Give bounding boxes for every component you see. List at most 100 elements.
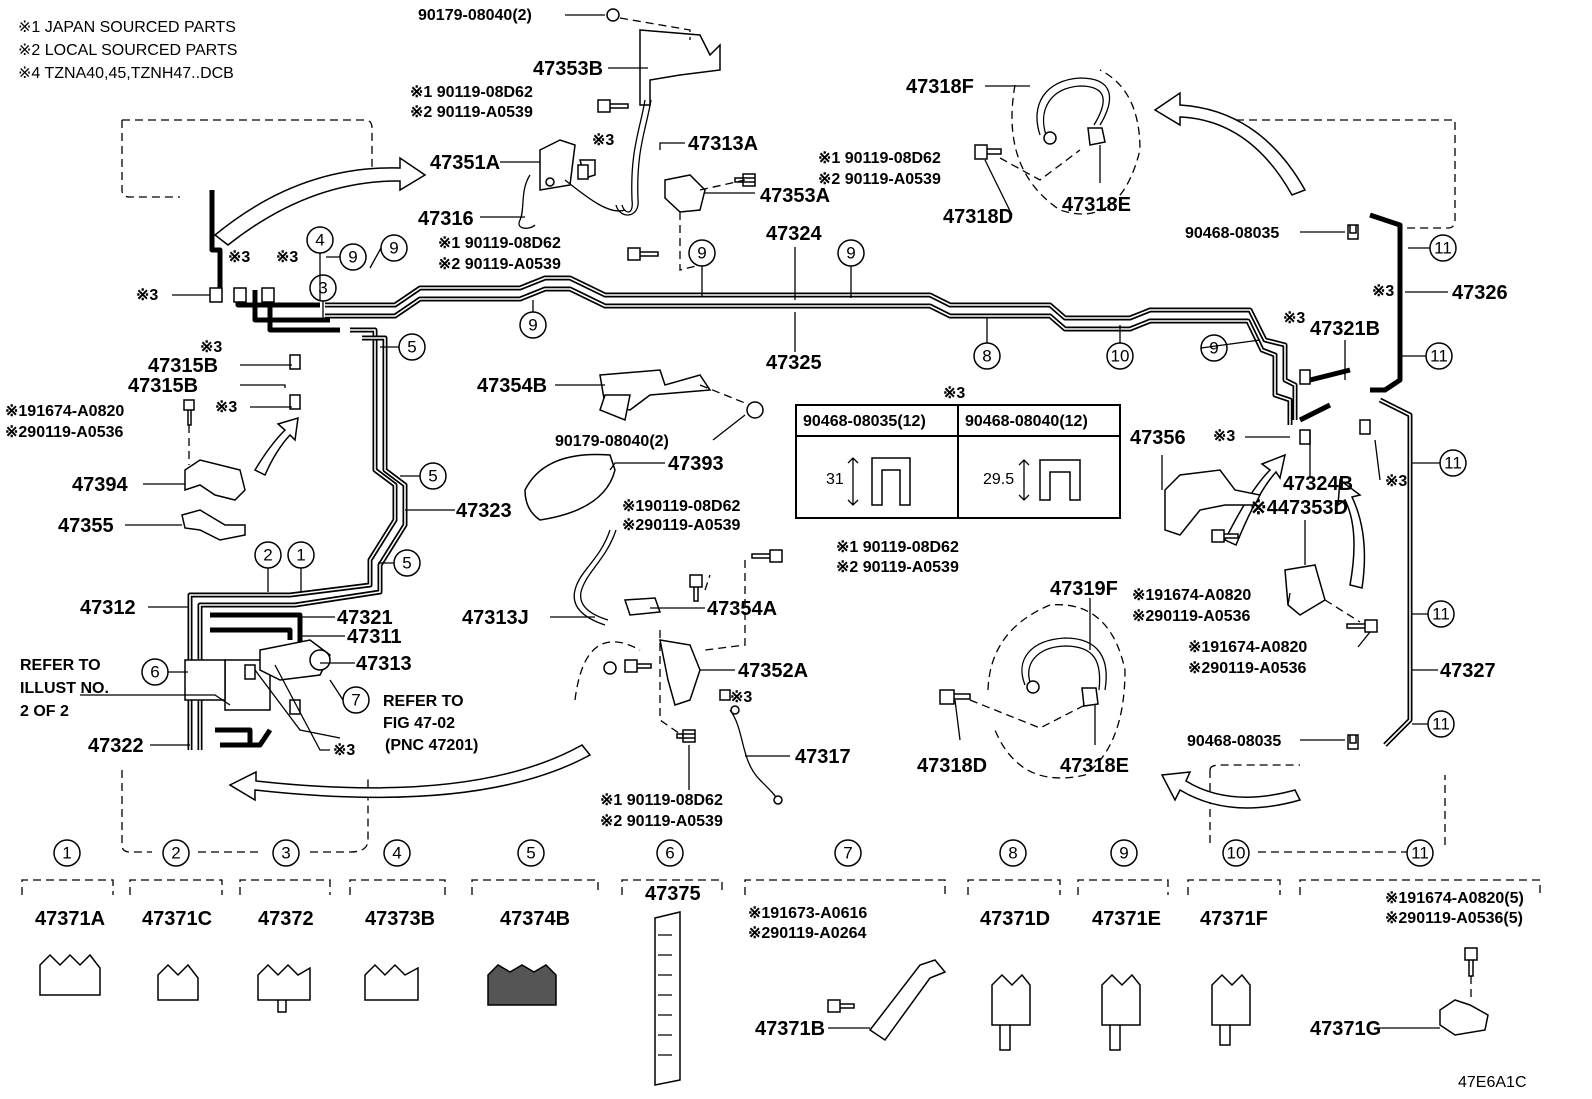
label-47326: 47326 <box>1452 282 1508 304</box>
bolt-c <box>627 247 659 261</box>
bolt-icon <box>827 999 855 1013</box>
label-47322: 47322 <box>88 735 144 757</box>
flow-arrows <box>213 91 1366 809</box>
legend-item-1: 1 47371A <box>35 839 105 996</box>
callout: 5 <box>398 333 426 361</box>
callout-num: 9 <box>528 316 537 335</box>
legend-item-6: 6 47375 <box>645 839 701 1086</box>
label-47312: 47312 <box>80 597 136 619</box>
label-x3-d: ※3 <box>228 249 250 266</box>
clamp-icon <box>991 973 1031 1051</box>
label-refer-illust-1: REFER TO <box>20 657 101 674</box>
bracket-47352A <box>659 639 701 706</box>
legend-bolt2-7: ※290119-A0264 <box>748 925 866 942</box>
hose-47318F <box>1036 77 1111 136</box>
label-47315B-a: 47315B <box>148 355 218 377</box>
legend-item-5: 5 47374B <box>487 839 570 1006</box>
callout-num: 9 <box>1209 339 1218 358</box>
clamp-icon <box>364 963 419 1001</box>
valve-47354A <box>623 597 662 616</box>
label-47327: 47327 <box>1440 660 1496 682</box>
label-x3-k: ※3 <box>333 742 355 759</box>
label-47318D-bot: 47318D <box>917 755 987 777</box>
label-bolt-1-a: ※1 90119-08D62 <box>410 84 533 101</box>
clamp-icon <box>157 963 199 1001</box>
legend-part-47373B: 47373B <box>365 908 435 930</box>
legend-part-47371G: 47371G <box>1310 1018 1381 1040</box>
label-bolt-91674-a: ※191674-A0820 <box>5 403 124 420</box>
callout-num: 3 <box>318 279 327 298</box>
bolt-a <box>597 99 629 113</box>
diagram-code: 47E6A1C <box>1458 1074 1527 1091</box>
label-47355: 47355 <box>58 515 114 537</box>
label-x3-c: ※3 <box>1283 310 1305 327</box>
legend-part-47371B: 47371B <box>755 1018 825 1040</box>
note-japan: ※1 JAPAN SOURCED PARTS <box>18 19 236 36</box>
clip-table-header-2: 90468-08040(12) <box>965 413 1088 430</box>
callout: 8 <box>973 342 1001 370</box>
bracket-47356 <box>1164 469 1262 536</box>
label-bolt-2-f: ※2 90119-A0539 <box>600 813 723 830</box>
arrow-bottom-mid <box>228 744 592 802</box>
nut-90179-top <box>606 8 620 22</box>
detail-arc-mid <box>574 641 641 701</box>
legend-num-6: 6 <box>665 844 674 863</box>
label-bolt-1-d: ※190119-08D62 <box>622 498 740 515</box>
label-bolt-2-b: ※2 90119-A0539 <box>818 171 941 188</box>
clamp-icon <box>39 953 101 996</box>
hose-47317 <box>729 709 779 801</box>
label-47354B: 47354B <box>477 375 547 397</box>
label-refer-fig-3: (PNC 47201) <box>385 737 478 754</box>
clip-shape-08040 <box>1039 459 1081 501</box>
detail-box-bottom-right <box>1209 764 1446 853</box>
legend-num-5: 5 <box>526 844 535 863</box>
callout-num: 9 <box>389 239 398 258</box>
label-bolt-1-f: ※1 90119-08D62 <box>600 792 723 809</box>
callout: 9 <box>519 311 547 339</box>
label-47318D-top: 47318D <box>943 206 1013 228</box>
note-tzna: ※4 TZNA40,45,TZNH47..DCB <box>18 65 234 82</box>
label-bolt-2-d: ※290119-A0539 <box>622 517 740 534</box>
label-47313A: 47313A <box>688 133 758 155</box>
arrow-47394 <box>253 416 299 477</box>
legend-num-1: 1 <box>62 844 71 863</box>
legend-part-47371C: 47371C <box>142 908 212 930</box>
callout: 9 <box>688 239 716 267</box>
clamp-icon <box>1211 973 1251 1046</box>
callout-num: 9 <box>348 248 357 267</box>
legend-num-2: 2 <box>171 844 180 863</box>
detail-oval-top <box>1011 69 1141 215</box>
label-bolt-90119-b: ※290119-A0536 <box>1132 608 1250 625</box>
label-47353B: 47353B <box>533 58 603 80</box>
legend-num-11: 11 <box>1411 844 1429 863</box>
legend-part-47371A: 47371A <box>35 908 105 930</box>
callout-num: 11 <box>1432 605 1450 624</box>
legend-item-7: 7 ※191673-A0616 ※290119-A0264 47371B <box>748 839 947 1042</box>
callout: 6 <box>141 658 169 686</box>
detail-boxes <box>121 69 1456 853</box>
callout-num: 11 <box>1444 454 1462 473</box>
hose-47313J <box>573 529 611 626</box>
callout: 3 <box>309 274 337 302</box>
label-47321: 47321 <box>337 607 393 629</box>
shield-47393 <box>524 453 616 521</box>
arrow-top-right <box>1153 91 1307 196</box>
callout: 11 <box>1439 449 1467 477</box>
callout-num: 10 <box>1111 347 1130 366</box>
callout: 11 <box>1427 710 1455 738</box>
callout: 5 <box>393 549 421 577</box>
label-47321B: 47321B <box>1310 318 1380 340</box>
label-x3-e: ※3 <box>276 249 298 266</box>
bolt-47318D-bot <box>939 689 971 705</box>
legend-num-7: 7 <box>843 844 852 863</box>
label-47352A: 47352A <box>738 660 808 682</box>
callout-num: 6 <box>150 663 159 682</box>
clip-table-dim-2: 29.5 <box>983 471 1014 488</box>
label-47313: 47313 <box>356 653 412 675</box>
detail-box-bottom-left <box>121 770 369 853</box>
bolt-47318D-top <box>974 144 1002 160</box>
hose-47313A <box>621 99 646 213</box>
label-bolt-2-c: ※2 90119-A0539 <box>438 256 561 273</box>
clamp-strip-icon <box>654 911 681 1086</box>
legend-item-10: 10 47371F <box>1200 839 1268 1046</box>
